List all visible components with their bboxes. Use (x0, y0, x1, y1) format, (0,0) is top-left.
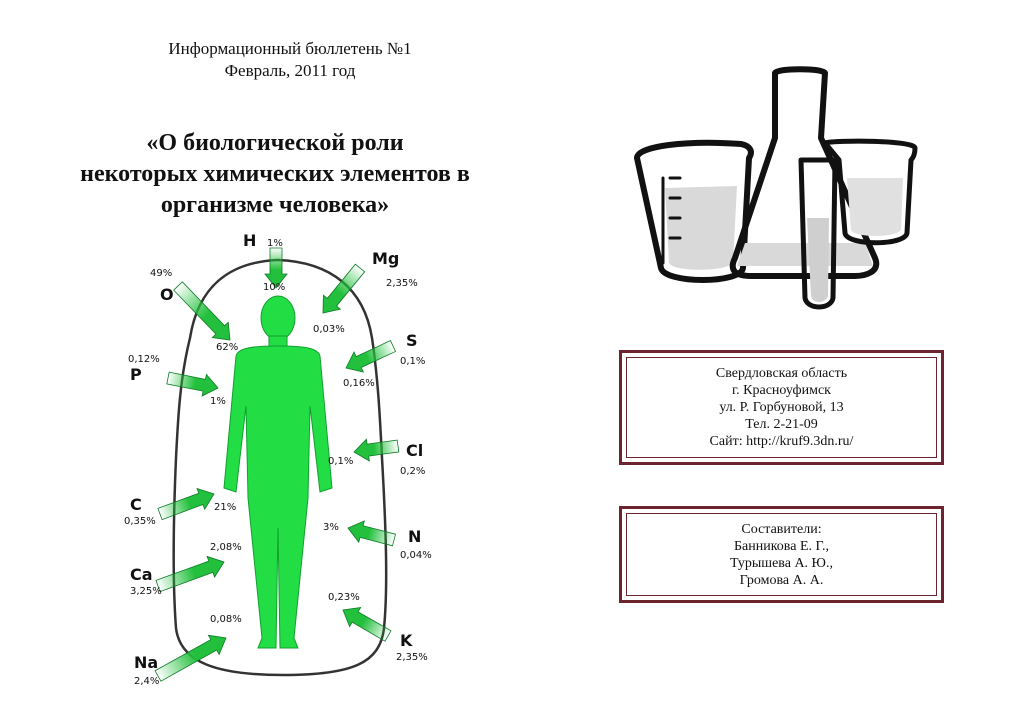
contact-city: г. Красноуфимск (732, 383, 831, 398)
element-inner-percent-c: 21% (214, 502, 236, 513)
bulletin-header: Информационный бюллетень №1 Февраль, 201… (100, 38, 480, 82)
page-title: «О биологической роли некоторых химическ… (30, 128, 520, 221)
arrow-ca (155, 555, 225, 593)
element-inner-percent-n: 3% (323, 522, 339, 533)
element-inner-percent-k: 0,23% (328, 592, 360, 603)
element-inner-percent-o: 62% (216, 342, 238, 353)
human-elements-diagram: H 1% 10% O 49% 62% Mg 2,35% 0,03% S 0,1% 0,16% P0,12… (124, 231, 432, 687)
element-symbol-p: P (130, 365, 142, 384)
element-outer-percent-s: 0,1% (400, 356, 425, 367)
contact-frame: Свердловская область г. Красноуфимск ул.… (619, 350, 944, 465)
arrow-o (173, 281, 231, 341)
arrow-p (166, 371, 219, 397)
element-outer-percent-cl: 0,2% (400, 466, 425, 477)
element-outer-percent-mg: 2,35% (386, 278, 418, 289)
contact-site-link[interactable]: Сайт: http://kruf9.3dn.ru/ (709, 434, 854, 449)
element-inner-percent-na: 0,08% (210, 614, 242, 625)
element-symbol-s: S (406, 331, 418, 350)
element-inner-percent-h: 10% (263, 282, 285, 293)
contact-street: ул. Р. Горбуновой, 13 (719, 400, 844, 415)
contact-phone: Тел. 2-21-09 (745, 417, 818, 432)
element-symbol-mg: Mg (372, 249, 399, 268)
element-inner-percent-s: 0,16% (343, 378, 375, 389)
element-symbol-na: Na (134, 653, 158, 672)
element-symbol-c: C (130, 495, 142, 514)
element-inner-percent-p: 1% (210, 396, 226, 407)
element-symbol-ca: Ca (130, 565, 153, 584)
labels-layer: H 1% 10% O 49% 62% Mg 2,35% 0,03% S 0,1% 0,16% P0,12… (124, 231, 432, 687)
authors-info: Составители: Банникова Е. Г., Турышева А… (626, 513, 937, 596)
element-symbol-h: H (243, 231, 256, 250)
author-name: Банникова Е. Г., (733, 538, 830, 554)
element-inner-percent-cl: 0,1% (328, 456, 353, 467)
bulletin-number: Информационный бюллетень №1 (168, 39, 412, 58)
contact-region: Свердловская область (715, 366, 848, 381)
arrow-cl (353, 438, 400, 462)
lab-glassware-icon (634, 66, 918, 310)
arrow-c (157, 487, 215, 521)
arrow-s (345, 340, 397, 373)
title-line-2: некоторых химических элементов в (80, 161, 470, 187)
element-outer-percent-c: 0,35% (124, 516, 156, 527)
element-outer-percent-o: 49% (150, 268, 172, 279)
arrow-mg (322, 263, 366, 314)
element-outer-percent-h: 1% (267, 238, 283, 249)
element-outer-percent-n: 0,04% (400, 550, 432, 561)
element-symbol-n: N (408, 527, 421, 546)
element-outer-percent-k: 2,35% (396, 652, 428, 663)
title-line-1: «О биологической роли (146, 130, 404, 156)
element-symbol-k: K (400, 631, 413, 650)
arrow-na (154, 634, 227, 682)
arrow-k (342, 606, 392, 642)
element-symbol-o: O (160, 285, 174, 304)
authors-frame: Составители: Банникова Е. Г., Турышева А… (619, 506, 944, 603)
author-name: Громова А. А. (739, 572, 824, 588)
arrow-n (347, 520, 397, 547)
human-silhouette (223, 295, 333, 649)
element-inner-percent-mg: 0,03% (313, 324, 345, 335)
arrows-layer (154, 247, 400, 682)
bulletin-date: Февраль, 2011 год (224, 61, 356, 80)
element-inner-percent-ca: 2,08% (210, 542, 242, 553)
title-line-3: организме человека» (160, 192, 390, 218)
authors-heading: Составители: (741, 521, 822, 537)
element-outer-percent-ca: 3,25% (130, 586, 162, 597)
element-symbol-cl: Cl (406, 441, 423, 460)
contact-info: Свердловская область г. Красноуфимск ул.… (626, 357, 937, 458)
author-name: Турышева А. Ю., (730, 555, 833, 571)
arrow-h (264, 247, 288, 289)
element-outer-percent-p: 0,12% (128, 354, 160, 365)
element-outer-percent-na: 2,4% (134, 676, 159, 687)
